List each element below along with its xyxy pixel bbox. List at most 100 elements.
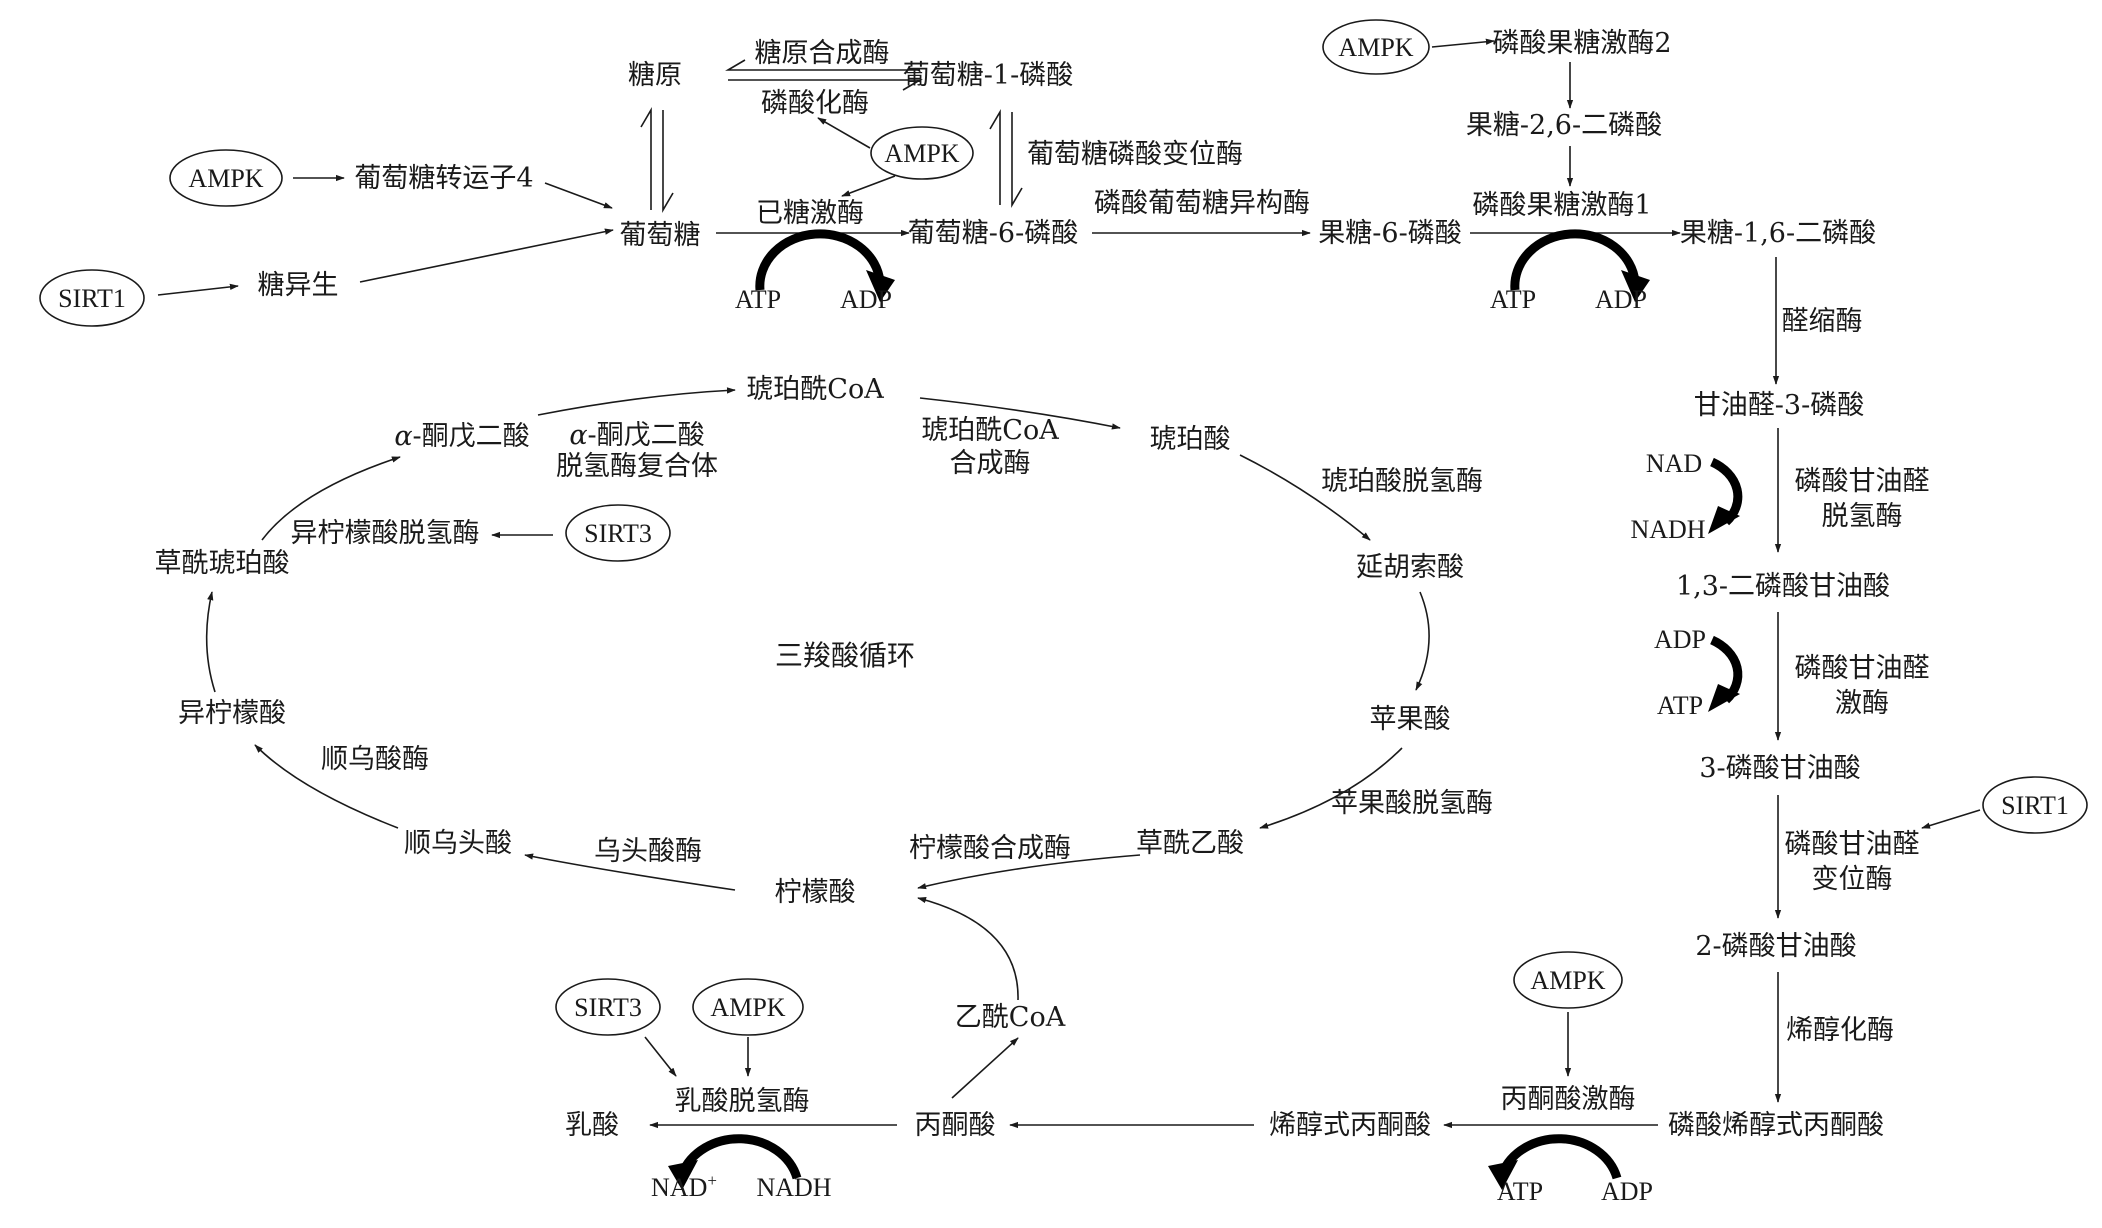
pgk-line1-label: 磷酸甘油醛	[1795, 653, 1930, 684]
glucose-1-phosphate-label: 葡萄糖-1-磷酸	[903, 60, 1073, 91]
sirt3-idh-node	[565, 504, 671, 562]
lactate-label: 乳酸	[565, 1110, 619, 1141]
glycogen-label: 糖原	[628, 60, 682, 91]
pk-adp-label: ADP	[1601, 1177, 1653, 1206]
glycogen-to-g1p-arrow	[728, 79, 923, 91]
akgdh-line1-label: α-酮戊二酸	[569, 420, 704, 451]
aldolase-label: 醛缩酶	[1782, 306, 1863, 337]
ldh-curve-arrowhead	[668, 1160, 698, 1190]
nadh-label: NADH	[1630, 515, 1705, 544]
glucose-to-glycogen-arrow	[640, 107, 652, 210]
scs-line2-label: 合成酶	[950, 448, 1031, 479]
pgk-curve-arrowhead	[1708, 684, 1740, 712]
gapdh-line2-label: 脱氢酶	[1822, 501, 1903, 532]
cis-aconitate-label: 顺乌头酸	[404, 828, 512, 859]
enolase-label: 烯醇化酶	[1786, 1015, 1894, 1046]
phosphorylase-label: 磷酸化酶	[761, 88, 869, 119]
pyruvate-label: 丙酮酸	[915, 1110, 996, 1141]
hexokinase-curve-arrowhead	[866, 270, 895, 302]
ampk-pfk2-label: AMPK	[1338, 33, 1413, 62]
aconitase-1-label: 乌头酸酶	[594, 836, 702, 867]
ampk-phosphorylase-node	[870, 126, 974, 180]
pk-adp-curve	[1497, 1134, 1622, 1180]
pgk-line2-label: 激酶	[1835, 688, 1889, 719]
fructose-2-6-bisphosphate-label: 果糖-2,6-二磷酸	[1466, 110, 1662, 141]
sirt3-to-ldh-arrow	[644, 1036, 677, 1077]
aconitase-2-label: 顺乌酸酶	[321, 744, 429, 775]
sdh-label: 琥珀酸脱氢酶	[1321, 466, 1483, 497]
pgk-adp-label: ADP	[1654, 625, 1706, 654]
pfk2-label: 磷酸果糖激酶2	[1492, 28, 1671, 59]
mdh-label: 苹果酸脱氢酶	[1331, 788, 1493, 819]
1-3-bisphosphoglycerate-label: 1,3-二磷酸甘油酸	[1676, 571, 1890, 602]
succinate-to-fumarate-arrow	[1239, 454, 1371, 541]
phosphoglucomutase-label: 葡萄糖磷酸变位酶	[1027, 139, 1243, 170]
g6p-to-g1p-arrow	[989, 109, 1001, 205]
gapdh-curve-arrowhead	[1708, 506, 1740, 534]
succinyl-coa-label: 琥珀酰CoA	[746, 374, 884, 405]
g1p-to-glycogen-arrow	[725, 59, 920, 71]
pgk-atp-label: ATP	[1657, 691, 1703, 720]
succinyl-coa-to-succinate-arrow	[919, 397, 1121, 430]
gluconeogenesis-label: 糖异生	[258, 270, 339, 301]
ampk-glut4-label: AMPK	[188, 164, 263, 193]
sirt1-to-gluconeogenesis-arrow	[157, 283, 239, 296]
isocitrate-to-oxalosuccinate-arrow	[205, 591, 216, 693]
ampk-glut4-node	[169, 149, 283, 207]
akgdh-line2-label: 脱氢酶复合体	[556, 451, 718, 482]
akg-to-succinyl-coa-arrow	[537, 387, 736, 416]
fructose-1-6-bisphosphate-label: 果糖-1,6-二磷酸	[1680, 218, 1876, 249]
pk-curve-arrowhead	[1488, 1160, 1518, 1190]
citrate-label: 柠檬酸	[775, 877, 856, 908]
sirt1-pgm-label: SIRT1	[2001, 791, 2069, 820]
gapdh-line1-label: 磷酸甘油醛	[1795, 466, 1930, 497]
ampk-phosphorylase-label: AMPK	[884, 139, 959, 168]
ldh-label: 乳酸脱氢酶	[675, 1086, 810, 1117]
g3p-label: 甘油醛-3-磷酸	[1694, 390, 1864, 421]
enolpyruvate-label: 烯醇式丙酮酸	[1269, 1110, 1431, 1141]
acetyl-coa-to-citrate-arrow	[917, 897, 1019, 1001]
ampk-ldh-label: AMPK	[710, 993, 785, 1022]
g1p-to-g6p-arrow	[1011, 112, 1023, 208]
sirt1-pgm-node	[1982, 776, 2088, 834]
citrate-to-cis-aconitate-arrow	[524, 853, 736, 891]
oxalosuccinate-to-akg-arrow	[261, 456, 401, 541]
ldh-nad-plus-label: NAD+	[651, 1171, 717, 1202]
glut4-label: 葡萄糖转运子4	[354, 163, 533, 194]
pfk1-atp-curve	[1510, 229, 1640, 291]
idh-label: 异柠檬酸脱氢酶	[291, 518, 480, 549]
malate-label: 苹果酸	[1370, 704, 1451, 735]
pfk1-curve-arrowhead	[1621, 270, 1650, 302]
ampk-to-hexokinase-arrow	[841, 175, 896, 197]
hexokinase-atp-label: ATP	[735, 285, 781, 314]
pfk1-atp-label: ATP	[1490, 285, 1536, 314]
oxalosuccinate-label: 草酰琥珀酸	[155, 548, 290, 579]
cis-aconitate-to-isocitrate-arrow	[254, 744, 399, 829]
pfk1-adp-label: ADP	[1595, 285, 1647, 314]
hexokinase-label: 已糖激酶	[756, 198, 864, 229]
glut4-to-glucose-arrow	[544, 182, 613, 209]
pgm-line1-label: 磷酸甘油醛	[1785, 829, 1920, 860]
pgm-line2-label: 变位酶	[1812, 864, 1893, 895]
oxaloacetate-to-citrate-arrow	[917, 854, 1141, 890]
ldh-nadh-curve	[677, 1134, 802, 1180]
malate-to-oxaloacetate-arrow	[1259, 747, 1403, 829]
acetyl-coa-label: 乙酰CoA	[955, 1002, 1066, 1033]
pyruvate-kinase-label: 丙酮酸激酶	[1501, 1084, 1636, 1115]
ldh-nadh-label: NADH	[756, 1173, 831, 1202]
sirt3-ldh-label: SIRT3	[574, 993, 642, 1022]
glucose-6-phosphate-label: 葡萄糖-6-磷酸	[908, 218, 1078, 249]
ampk-ldh-node	[692, 978, 804, 1036]
nad-label: NAD	[1646, 449, 1702, 478]
phosphoglucose-isomerase-label: 磷酸葡萄糖异构酶	[1094, 188, 1310, 219]
glycogen-synthase-label: 糖原合成酶	[755, 38, 890, 69]
ampk-pk-node	[1513, 951, 1623, 1009]
ampk-to-pfk2-arrow	[1431, 38, 1495, 48]
gluconeogenesis-to-glucose-arrow	[359, 228, 614, 283]
sirt1-gluconeogenesis-node	[39, 269, 145, 327]
3-phosphoglycerate-label: 3-磷酸甘油酸	[1699, 753, 1860, 784]
ampk-to-phosphorylase-arrow	[817, 117, 871, 149]
sirt3-ldh-node	[555, 978, 661, 1036]
pyruvate-to-acetyl-coa-arrow	[951, 1037, 1019, 1099]
